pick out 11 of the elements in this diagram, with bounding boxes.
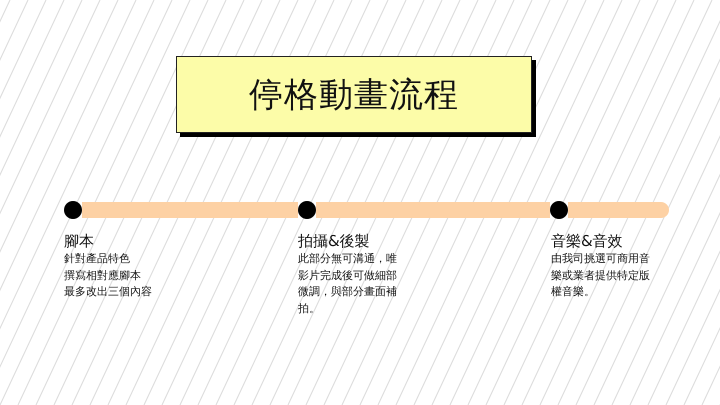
step-heading: 拍攝&後製 bbox=[298, 232, 370, 250]
step-description: 撰寫相對應腳本 bbox=[64, 268, 141, 284]
step-description: 針對產品特色 bbox=[64, 251, 130, 267]
step-description: 由我司挑選可商用音樂或業者提供特定版權音樂。 bbox=[551, 251, 651, 300]
timeline-connector bbox=[316, 202, 550, 218]
timeline-connector bbox=[568, 202, 669, 218]
step-description: 最多改出三個內容 bbox=[64, 284, 152, 300]
step-heading: 腳本 bbox=[64, 232, 94, 250]
step-heading: 音樂&音效 bbox=[551, 232, 623, 250]
step-description: 此部分無可溝通，唯影片完成後可做細部微調，與部分畫面補拍。 bbox=[298, 251, 398, 316]
timeline-connector bbox=[82, 202, 298, 218]
